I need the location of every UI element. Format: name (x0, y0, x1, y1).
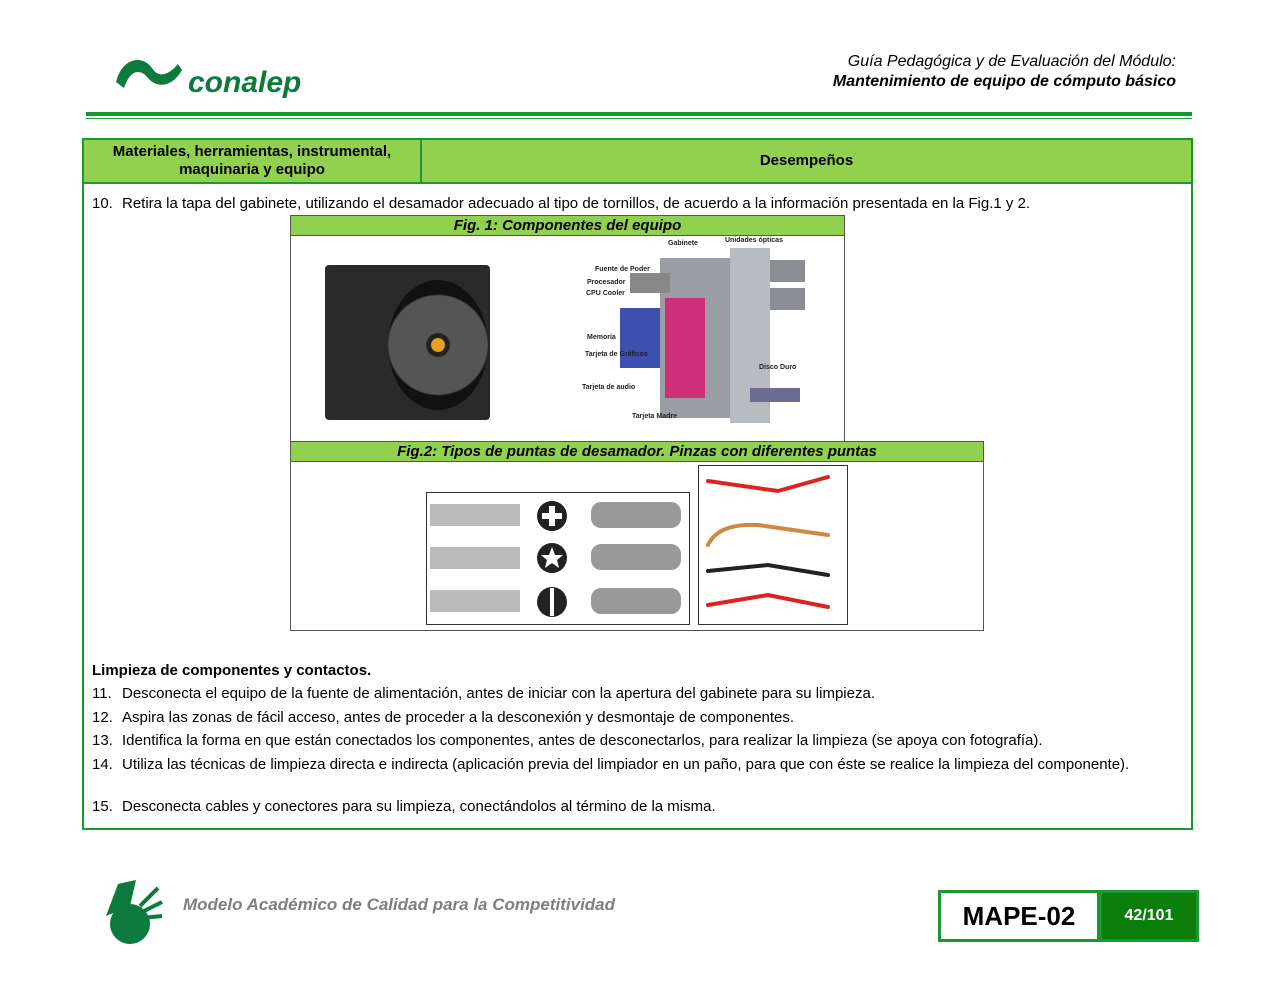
guide-title: Guía Pedagógica y de Evaluación del Módu… (847, 53, 1176, 70)
header-rule-thin (86, 118, 1192, 119)
list-item: 15.Desconecta cables y conectores para s… (92, 798, 716, 815)
list-item: 12.Aspira las zonas de fácil acceso, ant… (92, 709, 795, 726)
conalep-logo-mark-icon (116, 59, 182, 88)
conalep-logo: conalep (112, 50, 312, 105)
fig1-label: Disco Duro (759, 364, 797, 371)
list-item: 13.Identifica la forma en que están cone… (92, 732, 1043, 749)
fig1-label: Procesador (587, 279, 626, 286)
modelo-academico-logo (106, 880, 163, 944)
column-header-materials: Materiales, herramientas, instrumental, … (84, 140, 422, 184)
brand-name: conalep (188, 66, 302, 99)
list-item: 14.Utiliza las técnicas de limpieza dire… (92, 756, 1130, 773)
fig1-label: Tarjeta de audio (582, 384, 636, 391)
list-item: 11.Desconecta el equipo de la fuente de … (92, 685, 875, 702)
screwdriver-tips-image (426, 492, 690, 625)
header-rule (86, 112, 1192, 116)
psu-fan-icon (388, 280, 488, 410)
list-item: 10.Retira la tapa del gabinete, utilizan… (92, 195, 1031, 212)
fig1-label: Memoria (587, 334, 616, 341)
computer-case-image (620, 248, 805, 423)
fig1-label: CPU Cooler (586, 290, 625, 297)
figure-2-title: Fig.2: Tipos de puntas de desamador. Pin… (291, 442, 983, 462)
section-heading: Limpieza de componentes y contactos. (92, 662, 372, 679)
figure-1-title: Fig. 1: Componentes del equipo (291, 216, 844, 236)
performance-table: Materiales, herramientas, instrumental, … (82, 138, 1193, 830)
module-title: Mantenimiento de equipo de cómputo básic… (832, 73, 1176, 90)
document-code: MAPE-02 (938, 890, 1100, 942)
pliers-image (698, 465, 848, 625)
fig1-label: Tarjeta de Gráficos (585, 351, 648, 358)
fig1-label: Unidades ópticas (725, 237, 783, 244)
footer-tagline: Modelo Académico de Calidad para la Comp… (183, 895, 616, 914)
page-number: 42/101 (1099, 890, 1199, 942)
fig1-label: Tarjeta Madre (632, 413, 677, 420)
column-header-performances: Desempeños (422, 140, 1191, 184)
fig1-label: Fuente de Poder (595, 266, 650, 273)
fig1-label: Gabinete (668, 240, 698, 247)
